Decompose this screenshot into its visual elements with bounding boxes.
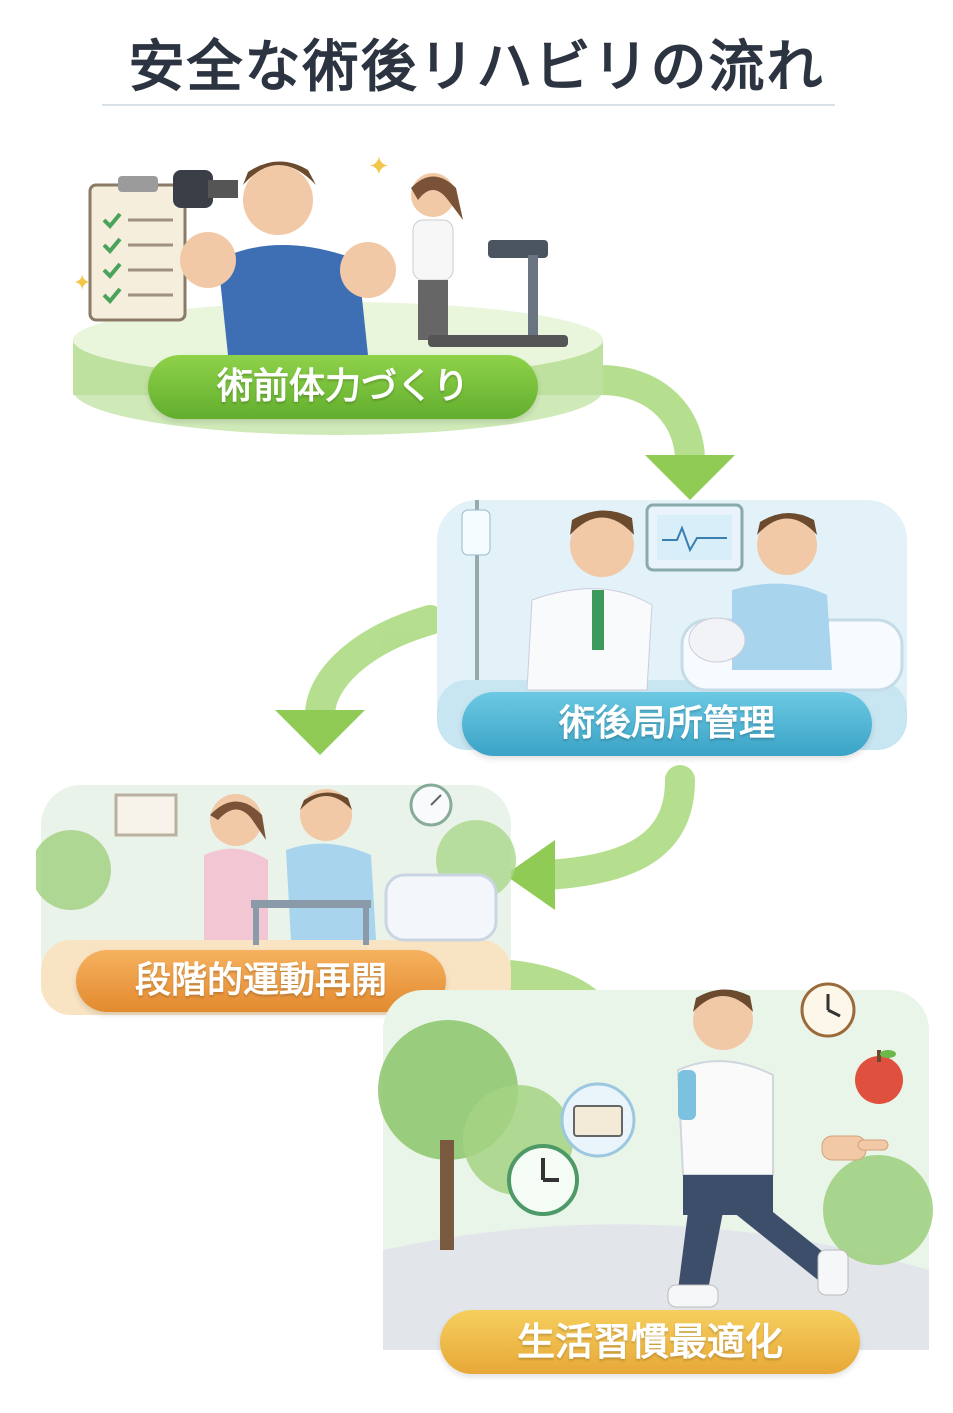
patient-figure bbox=[688, 512, 832, 670]
arrow-2-to-3 bbox=[305, 605, 445, 730]
iv-stand-icon bbox=[461, 500, 491, 680]
step-gradual-exercise: 段階的運動再開 bbox=[36, 770, 516, 1030]
woman-on-treadmill bbox=[411, 173, 568, 347]
title-divider bbox=[102, 104, 835, 106]
step-3-label: 段階的運動再開 bbox=[76, 950, 446, 1012]
arrowhead-1 bbox=[645, 455, 735, 500]
svg-text:✦: ✦ bbox=[368, 152, 390, 182]
lifestyle-illustration bbox=[378, 989, 933, 1350]
page-title: 安全な術後リハビリの流れ bbox=[128, 35, 825, 100]
clock-icon bbox=[409, 783, 453, 827]
arrow-1-to-2 bbox=[585, 365, 705, 475]
patient-with-walker bbox=[251, 789, 376, 945]
apple-icon bbox=[855, 1050, 903, 1104]
checklist-icon bbox=[88, 176, 187, 322]
arrowhead-2 bbox=[275, 710, 365, 755]
man-lifting-dumbbell bbox=[173, 161, 396, 355]
pointing-hand-icon bbox=[821, 1135, 889, 1161]
nurse-figure bbox=[204, 794, 268, 940]
step-1-label: 術前体力づくり bbox=[148, 355, 538, 419]
tablet-icon bbox=[560, 1082, 636, 1158]
arrow-3-to-2 bbox=[530, 765, 695, 890]
doctor-figure bbox=[526, 510, 653, 691]
svg-text:✦: ✦ bbox=[73, 271, 91, 296]
monitor-icon bbox=[645, 503, 744, 572]
step-2-label: 術後局所管理 bbox=[462, 692, 872, 756]
runner-figure bbox=[667, 989, 849, 1308]
step-lifestyle-optimization: 生活習慣最適化 bbox=[378, 950, 934, 1390]
step-4-label: 生活習慣最適化 bbox=[440, 1310, 860, 1374]
step-preop-fitness: ✦ ✦ 術前体力づくり bbox=[68, 140, 608, 440]
clock-icon-lifestyle bbox=[507, 1144, 579, 1216]
wall-clock-icon bbox=[800, 982, 856, 1038]
step-postop-care: 術後局所管理 bbox=[432, 480, 912, 770]
arrowhead-3 bbox=[505, 840, 555, 910]
